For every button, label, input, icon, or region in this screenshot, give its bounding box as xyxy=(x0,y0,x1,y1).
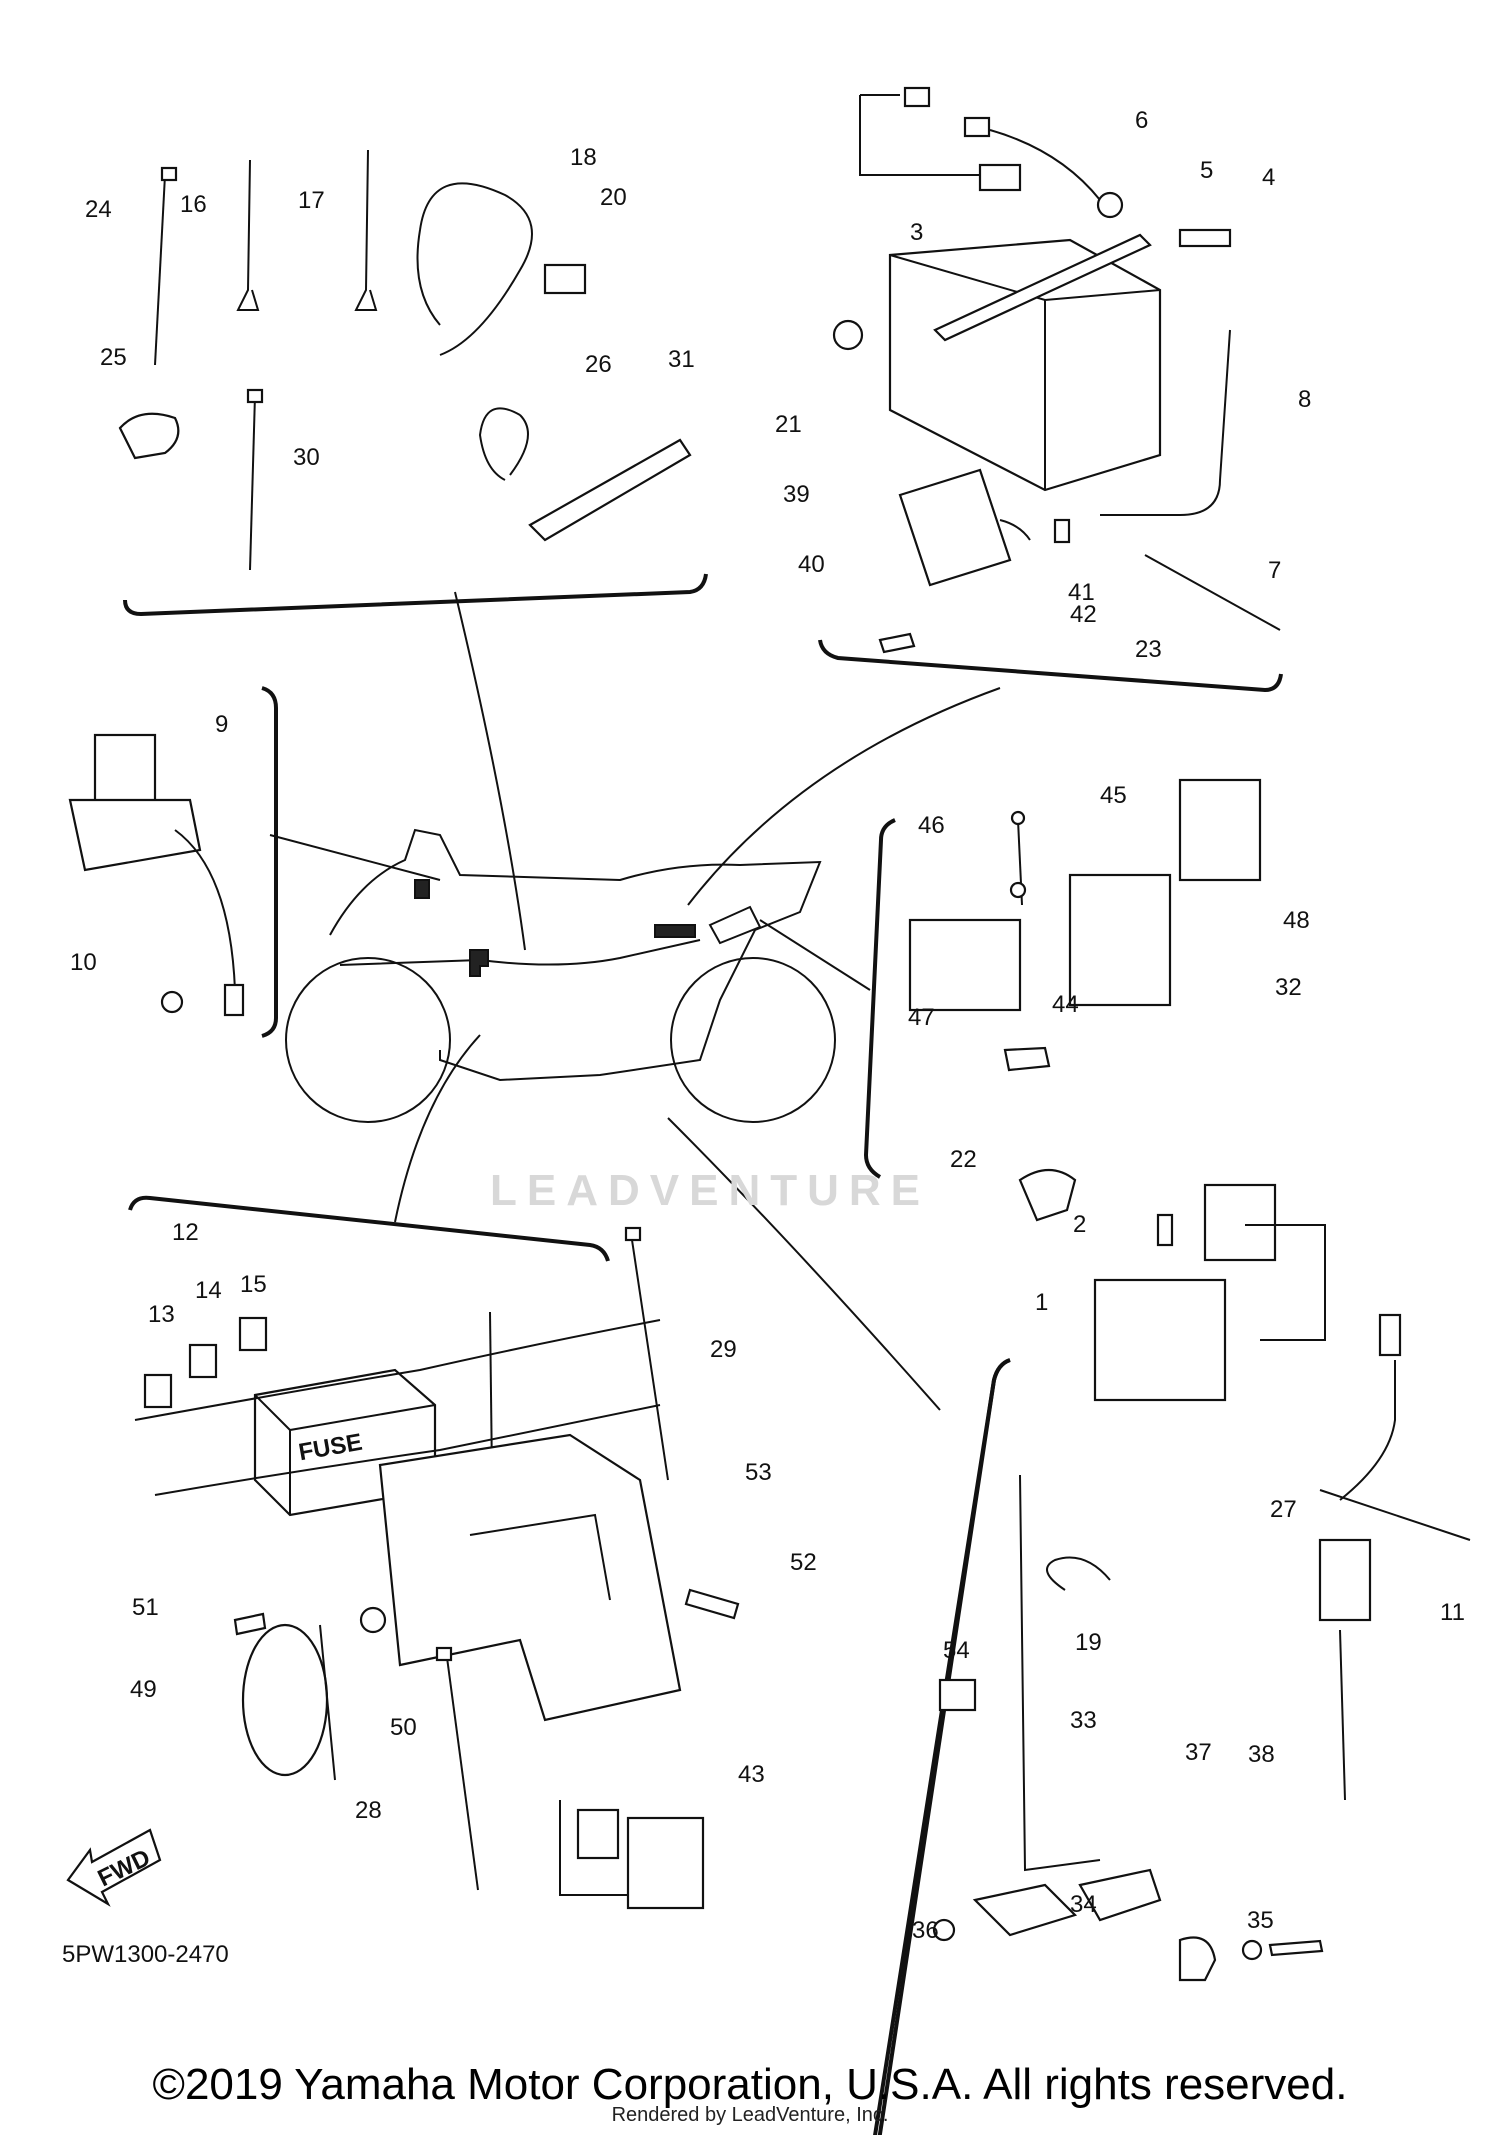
callout-33: 33 xyxy=(1070,1707,1097,1734)
callout-2: 2 xyxy=(1073,1211,1086,1238)
diagram-code: 5PW1300-2470 xyxy=(62,1941,229,1968)
callout-37: 37 xyxy=(1185,1739,1212,1766)
callout-29: 29 xyxy=(710,1336,737,1363)
callout-47: 47 xyxy=(908,1004,935,1031)
callout-17: 17 xyxy=(298,187,325,214)
sensor-group xyxy=(932,1313,1471,1982)
callout-18: 18 xyxy=(570,144,597,171)
callout-52: 52 xyxy=(790,1549,817,1576)
callout-3: 3 xyxy=(910,219,923,246)
callout-21: 21 xyxy=(775,411,802,438)
callout-46: 46 xyxy=(918,812,945,839)
motorcycle-silhouette xyxy=(285,828,836,1123)
callout-19: 19 xyxy=(1075,1629,1102,1656)
callout-43: 43 xyxy=(738,1761,765,1788)
callout-5: 5 xyxy=(1200,157,1213,184)
callout-28: 28 xyxy=(355,1797,382,1824)
callout-51: 51 xyxy=(132,1594,159,1621)
rendered-by-notice: Rendered by LeadVenture, Inc. xyxy=(611,2104,889,2126)
callout-4: 4 xyxy=(1262,164,1275,191)
callout-38: 38 xyxy=(1248,1741,1275,1768)
callout-34: 34 xyxy=(1070,1891,1097,1918)
callout-13: 13 xyxy=(148,1301,175,1328)
callout-53: 53 xyxy=(745,1459,772,1486)
callout-1: 1 xyxy=(1035,1289,1048,1316)
callout-32: 32 xyxy=(1275,974,1302,1001)
callout-22: 22 xyxy=(950,1146,977,1173)
callout-26: 26 xyxy=(585,351,612,378)
callout-14: 14 xyxy=(195,1277,222,1304)
callout-50: 50 xyxy=(390,1714,417,1741)
callout-11: 11 xyxy=(1440,1599,1465,1626)
fwd-arrow-icon: FWD xyxy=(66,1828,162,1907)
callout-12: 12 xyxy=(172,1219,199,1246)
callout-42: 42 xyxy=(1070,601,1097,628)
callout-27: 27 xyxy=(1270,1496,1297,1523)
callout-8: 8 xyxy=(1298,386,1311,413)
callout-54: 54 xyxy=(943,1637,970,1664)
battery-group xyxy=(832,86,1281,654)
callout-15: 15 xyxy=(240,1271,267,1298)
callout-39: 39 xyxy=(783,481,810,508)
callout-40: 40 xyxy=(798,551,825,578)
callout-45: 45 xyxy=(1100,782,1127,809)
relay-group xyxy=(908,778,1262,1222)
callout-49: 49 xyxy=(130,1676,157,1703)
callout-44: 44 xyxy=(1052,991,1079,1018)
callout-41: 41 xyxy=(1068,579,1095,606)
cable-ties-group xyxy=(118,149,692,571)
callout-25: 25 xyxy=(100,344,127,371)
callout-48: 48 xyxy=(1283,907,1310,934)
fuse-box: FUSE xyxy=(134,1226,669,1517)
copyright-notice: ©2019 Yamaha Motor Corporation, U.S.A. A… xyxy=(152,2060,1348,2109)
callout-6: 6 xyxy=(1135,107,1148,134)
horn-bracket xyxy=(233,1433,740,1910)
callout-23: 23 xyxy=(1135,636,1162,663)
group-brackets xyxy=(123,573,1283,2135)
callout-30: 30 xyxy=(293,444,320,471)
callout-16: 16 xyxy=(180,191,207,218)
callout-36: 36 xyxy=(912,1917,939,1944)
callout-9: 9 xyxy=(215,711,228,738)
callout-10: 10 xyxy=(70,949,97,976)
callout-31: 31 xyxy=(668,346,695,373)
starter-relay xyxy=(1093,1183,1326,1402)
callout-24: 24 xyxy=(85,196,112,223)
callout-35: 35 xyxy=(1247,1907,1274,1934)
ignition-switch xyxy=(68,733,245,1017)
watermark: LEADVENTURE xyxy=(490,1166,930,1215)
callout-7: 7 xyxy=(1268,557,1281,584)
leader-arrows xyxy=(269,591,1001,1411)
callout-20: 20 xyxy=(600,184,627,211)
